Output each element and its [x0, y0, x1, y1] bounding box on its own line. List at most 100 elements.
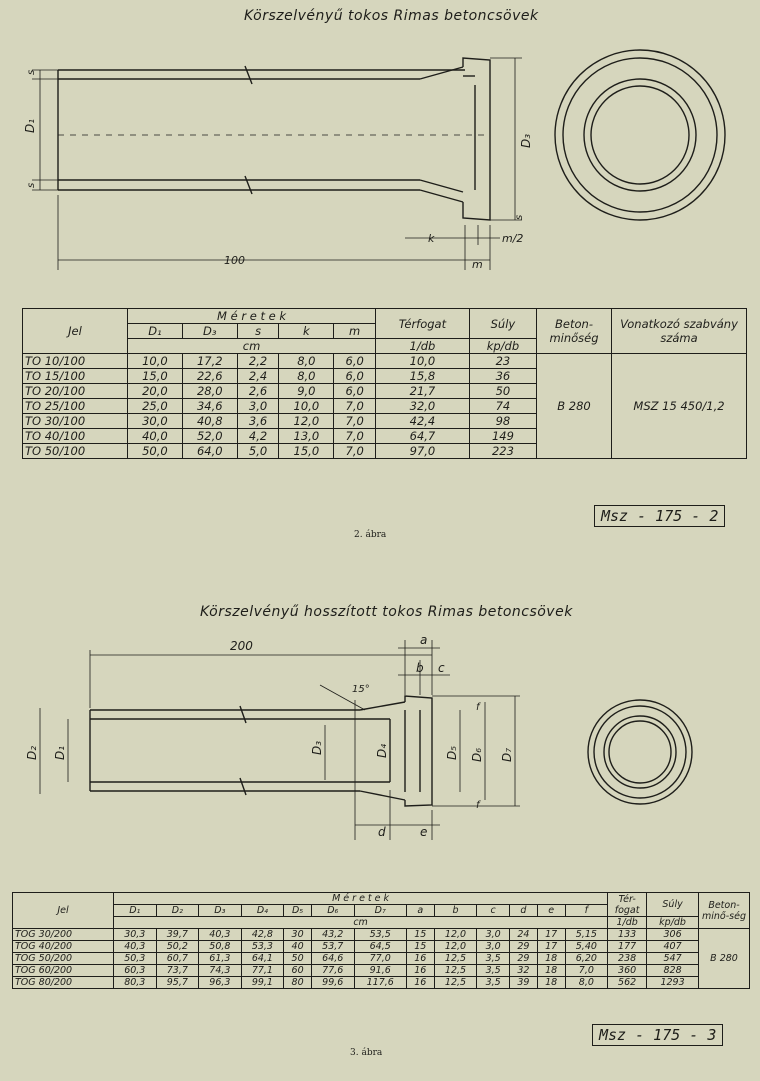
table-cell: 3,0: [236, 398, 280, 414]
col-terfogat-unit: 1/db: [375, 338, 470, 354]
col-header-fig3: f: [564, 904, 609, 917]
col-beton: Beton-minőség: [536, 308, 612, 354]
table-cell: 98: [468, 413, 538, 429]
col-suly-unit: kp/db: [468, 338, 538, 354]
col-beton-fig3: Beton-minő-ség: [698, 892, 750, 929]
col-header-fig3: D₁: [113, 904, 157, 917]
table-cell: 12,0: [278, 413, 335, 429]
table-cell: 149: [468, 428, 538, 444]
szabvany-value: MSZ 15 450/1,2: [611, 353, 747, 459]
dim-s-top: s: [26, 70, 37, 75]
table-cell: 25,0: [127, 398, 183, 414]
table-cell: 32: [508, 964, 538, 977]
table-cell: 24: [508, 928, 538, 941]
table-cell: 6,20: [564, 952, 609, 965]
table-cell: TOG 30/200: [12, 928, 114, 941]
table-cell: 40: [283, 940, 312, 953]
table-cell: 32,0: [375, 398, 470, 414]
col-d3: D₃: [181, 323, 238, 339]
table-cell: 50,8: [198, 940, 242, 953]
table-cell: TOG 60/200: [12, 964, 114, 977]
table-cell: 80: [283, 976, 312, 989]
table-cell: TO 15/100: [22, 368, 128, 384]
col-suly-unit-fig3: kp/db: [646, 916, 699, 929]
col-header-fig3: c: [476, 904, 510, 917]
col-meretek-fig3: M é r e t e k: [112, 892, 609, 905]
beton-value: B 280: [536, 353, 612, 459]
table-cell: 2,6: [236, 383, 280, 399]
table-cell: 22,6: [181, 368, 238, 384]
table-cell: TO 20/100: [22, 383, 128, 399]
fig2-title: Körszelvényű tokos Rimas betoncsövek: [244, 8, 539, 24]
col-header-fig3: a: [405, 904, 435, 917]
table-cell: 133: [607, 928, 648, 941]
table-cell: 80,3: [113, 976, 157, 989]
table-cell: 77,0: [353, 952, 407, 965]
col-meretek: M é r e t e k: [126, 308, 377, 324]
table-cell: TO 40/100: [22, 428, 128, 444]
table-cell: 23: [468, 353, 538, 369]
dim-d6: D₆: [470, 748, 484, 762]
fig3-drawing: 200 a b c 15° D₂ D₁ D₃ D₄ D₅ D₆ D₇ f f d…: [25, 633, 693, 840]
dim-k: k: [428, 232, 435, 245]
dim-d3-fig3: D₃: [310, 741, 324, 755]
table-cell: 547: [646, 952, 699, 965]
col-suly-fig3: Súly: [646, 892, 699, 917]
col-m: m: [333, 323, 377, 339]
table-cell: 9,0: [278, 383, 335, 399]
fig2-caption: 2. ábra: [354, 530, 387, 540]
dim-d7: D₇: [500, 748, 514, 762]
table-cell: 53,5: [353, 928, 407, 941]
table-cell: 18: [536, 964, 566, 977]
dim-d1: D₁: [23, 119, 37, 133]
table-cell: 15,0: [278, 443, 335, 459]
col-terfogat: Térfogat: [375, 308, 470, 339]
dim-d1-fig3: D₁: [53, 746, 67, 760]
table-cell: 40,0: [127, 428, 183, 444]
table-cell: 7,0: [564, 964, 609, 977]
table-cell: 306: [646, 928, 699, 941]
table-cell: TO 25/100: [22, 398, 128, 414]
table-cell: TO 30/100: [22, 413, 128, 429]
table-cell: 6,0: [333, 353, 377, 369]
table-cell: 30,0: [127, 413, 183, 429]
table-cell: 40,3: [113, 940, 157, 953]
table-cell: 50: [468, 383, 538, 399]
table-cell: 30,3: [113, 928, 157, 941]
table-cell: 3,5: [476, 952, 510, 965]
table-cell: 6,0: [333, 383, 377, 399]
table-cell: 60,3: [113, 964, 157, 977]
fig3-table: Jel M é r e t e k Tér-fogat Súly Beton-m…: [12, 892, 750, 989]
table-cell: 96,3: [198, 976, 242, 989]
table-cell: 99,6: [310, 976, 355, 989]
table-cell: 28,0: [181, 383, 238, 399]
table-cell: 12,0: [433, 928, 478, 941]
table-cell: 18: [536, 976, 566, 989]
table-cell: 5,0: [236, 443, 280, 459]
table-cell: 50,2: [155, 940, 200, 953]
table-cell: 10,0: [375, 353, 470, 369]
col-suly: Súly: [468, 308, 538, 339]
table-cell: 34,6: [181, 398, 238, 414]
table-cell: 8,0: [278, 368, 335, 384]
table-cell: 223: [468, 443, 538, 459]
table-cell: 53,3: [240, 940, 285, 953]
table-cell: 21,7: [375, 383, 470, 399]
table-cell: 39: [508, 976, 538, 989]
table-cell: 74: [468, 398, 538, 414]
table-cell: 12,5: [433, 976, 478, 989]
table-cell: 53,7: [310, 940, 355, 953]
table-cell: 43,2: [310, 928, 355, 941]
table-cell: 5,15: [564, 928, 609, 941]
table-cell: 15,8: [375, 368, 470, 384]
dim-m: m: [472, 258, 483, 271]
fig3-stamp: Msz - 175 - 3: [592, 1024, 724, 1046]
table-cell: 39,7: [155, 928, 200, 941]
table-cell: 12,5: [433, 952, 478, 965]
table-cell: 238: [607, 952, 648, 965]
